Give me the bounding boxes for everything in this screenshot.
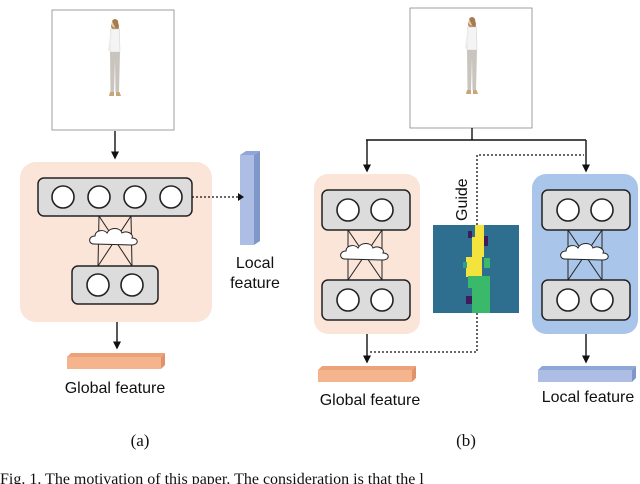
layer-bar-a-bottom	[71, 265, 159, 305]
local-feature-label-a-1: Local	[236, 255, 274, 272]
local-feature-label-b: Local feature	[542, 389, 635, 406]
node	[87, 185, 111, 209]
global-feature-label-b: Global feature	[320, 392, 421, 409]
local-feature-label-a-2: feature	[230, 275, 280, 292]
network-b-local	[541, 189, 631, 321]
guide-map-image	[433, 225, 519, 313]
node	[123, 185, 147, 209]
panel-b: Guide Global feature Local feature (b)	[314, 7, 638, 450]
panel-a: Local feature Global feature (a)	[20, 9, 280, 450]
node	[120, 273, 144, 297]
local-feature-bar-b	[538, 370, 632, 382]
global-feature-bar-b	[318, 370, 412, 382]
figure-caption-text: Fig. 1. The motivation of this paper. Th…	[0, 471, 424, 484]
local-feature-bar-a-top	[240, 151, 260, 155]
node	[159, 185, 183, 209]
local-feature-bar-a	[240, 155, 254, 245]
node	[51, 185, 75, 209]
global-feature-bar-a	[67, 357, 161, 369]
node	[86, 273, 110, 297]
caption-a: (a)	[131, 431, 150, 450]
dotted-guide-to-local	[476, 154, 584, 225]
caption-b: (b)	[456, 431, 476, 450]
network-b-global	[321, 189, 411, 321]
local-feature-bar-a-side	[254, 151, 260, 245]
global-feature-bar-a-side	[161, 353, 165, 369]
guide-label: Guide	[454, 178, 471, 221]
network-a	[37, 177, 193, 305]
global-feature-label-a: Global feature	[65, 380, 166, 397]
dotted-guide-to-global	[369, 313, 478, 353]
global-feature-bar-a-top	[67, 353, 165, 357]
